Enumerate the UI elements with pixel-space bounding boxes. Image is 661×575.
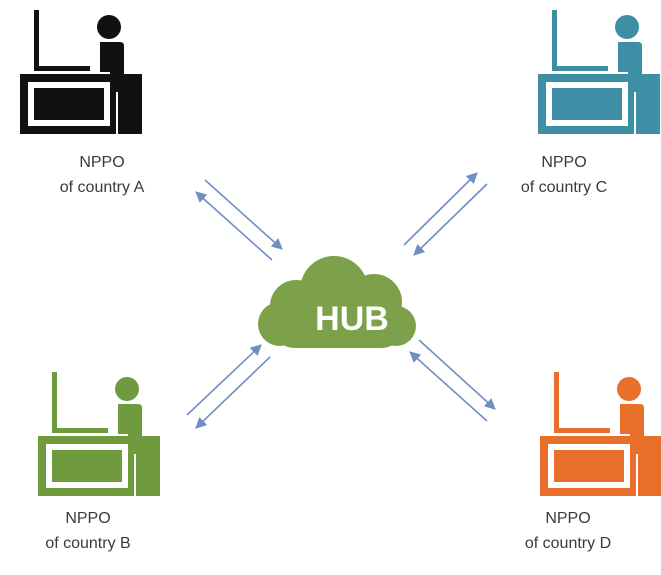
arrow-hub-to-d bbox=[418, 339, 496, 410]
arrow-c-to-hub bbox=[413, 183, 488, 256]
arrow-a-to-hub bbox=[204, 179, 283, 250]
label-d-line1: NPPO bbox=[545, 510, 591, 527]
label-b-line2: of country B bbox=[45, 535, 131, 552]
arrow-hub-to-b bbox=[195, 356, 271, 429]
label-b-line1: NPPO bbox=[65, 510, 111, 527]
arrow-b-to-hub bbox=[186, 344, 262, 416]
workstation-icon-d bbox=[540, 372, 661, 496]
node-country-d: NPPO of country D bbox=[525, 372, 661, 552]
node-country-c: NPPO of country C bbox=[521, 10, 661, 196]
arrow-d-to-hub bbox=[409, 351, 488, 422]
label-c-line1: NPPO bbox=[541, 154, 587, 171]
node-country-a: NPPO of country A bbox=[20, 10, 220, 196]
hub-cloud: HUB bbox=[258, 256, 416, 348]
label-a-line1: NPPO bbox=[79, 154, 125, 171]
label-c-line2: of country C bbox=[520, 179, 608, 196]
label-d-line2: of country D bbox=[524, 535, 612, 552]
workstation-icon-a bbox=[20, 10, 142, 134]
label-country-c: NPPO of country C bbox=[474, 150, 654, 200]
label-a-line2: of country A bbox=[59, 179, 145, 196]
hub-label: HUB bbox=[315, 300, 389, 338]
arrow-hub-to-c bbox=[403, 172, 478, 246]
node-country-b: NPPO of country B bbox=[38, 372, 238, 552]
workstation-icon-b bbox=[38, 372, 160, 496]
label-country-d: NPPO of country D bbox=[478, 506, 658, 556]
workstation-icon-c bbox=[538, 10, 660, 134]
label-country-a: NPPO of country A bbox=[12, 150, 192, 200]
label-country-b: NPPO of country B bbox=[0, 506, 178, 556]
arrow-hub-to-a bbox=[195, 191, 273, 261]
